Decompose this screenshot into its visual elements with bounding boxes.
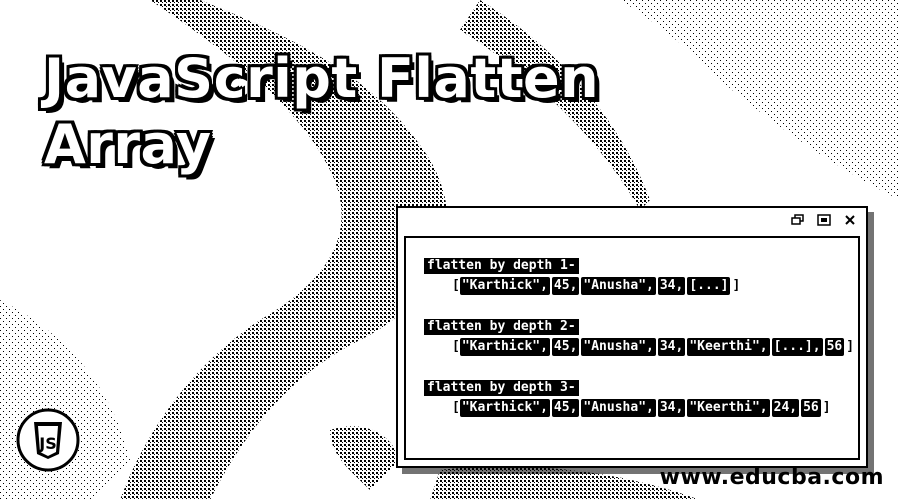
array-item: 56 [801, 399, 821, 417]
console-entry: flatten by depth 1- ["Karthick",45,"Anush… [424, 258, 854, 295]
array-item: "Karthick", [459, 338, 550, 356]
array-close-bracket: ] [732, 278, 741, 293]
array-item: "Anusha", [581, 277, 656, 295]
window-controls [790, 213, 858, 227]
array-item: 24, [771, 399, 800, 417]
array-close-bracket: ] [822, 400, 831, 415]
array-open-bracket: [ [452, 339, 460, 354]
title-line-2: Array [44, 113, 212, 176]
array-item: 56 [824, 338, 845, 356]
console-entry-value: ["Karthick",45,"Anusha",34,[...]] [452, 277, 854, 295]
array-item[interactable]: [...], [771, 338, 823, 356]
page-title: JavaScript Flatten Array [44, 46, 599, 178]
array-item: "Keerthi", [687, 399, 770, 417]
array-item: "Karthick", [459, 399, 550, 417]
array-item[interactable]: [...] [687, 277, 731, 295]
console-window: flatten by depth 1-["Karthick",45,"Anush… [396, 206, 868, 468]
watermark: www.educba.com [659, 465, 884, 490]
array-open-bracket: [ [452, 400, 460, 415]
array-item: 45, [551, 338, 580, 356]
array-item: "Anusha", [581, 338, 656, 356]
array-close-bracket: ] [846, 339, 855, 354]
array-item: "Anusha", [581, 399, 656, 417]
minimize-icon[interactable] [816, 213, 832, 227]
array-item: 34, [657, 338, 686, 356]
javascript-shield-icon: JS [16, 408, 80, 472]
console-entry-label: flatten by depth 2- [424, 319, 579, 335]
array-item: 34, [657, 399, 686, 417]
console-entry: flatten by depth 3- ["Karthick",45,"Anush… [424, 380, 854, 417]
window-titlebar[interactable] [398, 208, 866, 234]
restore-icon[interactable] [790, 213, 806, 227]
logo-text: JS [38, 434, 56, 453]
array-item: "Karthick", [459, 277, 550, 295]
close-icon[interactable] [842, 213, 858, 227]
array-item: 45, [551, 399, 580, 417]
array-open-bracket: [ [452, 278, 460, 293]
console-entry: flatten by depth 2- ["Karthick",45,"Anush… [424, 319, 854, 356]
console-entry-label: flatten by depth 1- [424, 258, 579, 274]
console-entry-value: ["Karthick",45,"Anusha",34,"Keerthi",[..… [452, 338, 854, 356]
title-line-1: JavaScript Flatten [44, 47, 600, 110]
array-item: "Keerthi", [687, 338, 770, 356]
array-item: 45, [551, 277, 580, 295]
console-log: flatten by depth 1-["Karthick",45,"Anush… [424, 258, 854, 441]
console-entry-value: ["Karthick",45,"Anusha",34,"Keerthi",24,… [452, 399, 854, 417]
array-item: 34, [657, 277, 686, 295]
console-output: flatten by depth 1-["Karthick",45,"Anush… [404, 236, 860, 460]
console-entry-label: flatten by depth 3- [424, 380, 579, 396]
